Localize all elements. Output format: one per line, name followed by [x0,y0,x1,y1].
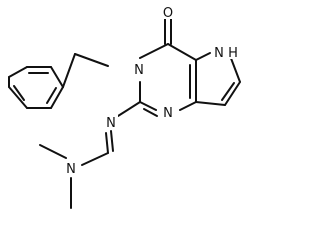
bond [117,101,141,117]
bond [139,43,169,59]
bond [110,130,114,152]
atom-label: N [163,106,173,121]
bond [179,101,197,111]
bond [81,152,109,166]
atom-label: N [66,162,76,177]
bond-lines [8,16,241,209]
carbonyl-oxygen-atom: O [162,5,174,21]
bond [50,86,64,109]
bond [8,66,28,78]
bond [195,101,226,106]
bond [195,52,211,61]
atom-label: N [134,63,144,78]
dimethylamino-nitrogen-atom: N [64,160,78,177]
pyrrole-nh-atom: N H [214,45,244,61]
bond [221,82,235,101]
atom-label: N [106,116,116,131]
atom-label: H [228,46,238,61]
bond [62,53,76,88]
bond [105,132,109,154]
bond [13,85,25,101]
atom-label: N [214,46,224,61]
bond [46,87,57,104]
bond [50,66,64,88]
bond [139,101,157,111]
bond [8,86,28,109]
atom-labels: O N H N N N N [64,5,244,177]
molecule-structure-drawing: O N H N N N N [8,5,244,209]
bond [167,43,197,61]
atom-label: O [163,6,173,21]
benzyl-nitrogen-atom: N [133,60,145,78]
imine-nitrogen-atom: N [104,114,118,131]
bond [39,144,67,159]
bond [74,53,109,67]
ring-nitrogen-atom: N [160,104,174,121]
bond [143,108,158,117]
bond [224,81,241,106]
